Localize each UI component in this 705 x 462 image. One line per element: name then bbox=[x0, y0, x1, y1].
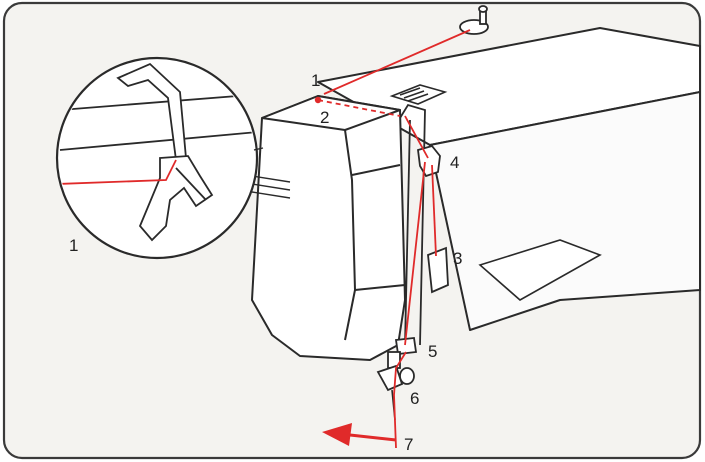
machine-head bbox=[251, 95, 406, 361]
thread-channel bbox=[399, 103, 426, 346]
detail-inset bbox=[55, 56, 264, 260]
thread-path bbox=[317, 29, 471, 449]
label-needle-clamp-guide: 6 bbox=[410, 389, 419, 408]
needle-bar-guide bbox=[394, 337, 418, 355]
label-guide-2: 2 bbox=[320, 108, 329, 127]
label-check-spring: 3 bbox=[453, 249, 462, 268]
arm-underside bbox=[478, 239, 602, 301]
check-spring bbox=[427, 246, 449, 294]
top-dial bbox=[389, 84, 448, 105]
guide-dot bbox=[314, 96, 322, 104]
label-guide-1: 1 bbox=[311, 71, 320, 90]
label-needle: 7 bbox=[404, 435, 413, 454]
label-take-up-lever: 4 bbox=[450, 153, 459, 172]
label-inset-guide: 1 bbox=[69, 236, 78, 255]
label-needle-bar-guide: 5 bbox=[428, 342, 437, 361]
vent-lines bbox=[251, 175, 291, 199]
spool-pin bbox=[459, 5, 489, 35]
pull-direction-arrow bbox=[322, 423, 397, 446]
